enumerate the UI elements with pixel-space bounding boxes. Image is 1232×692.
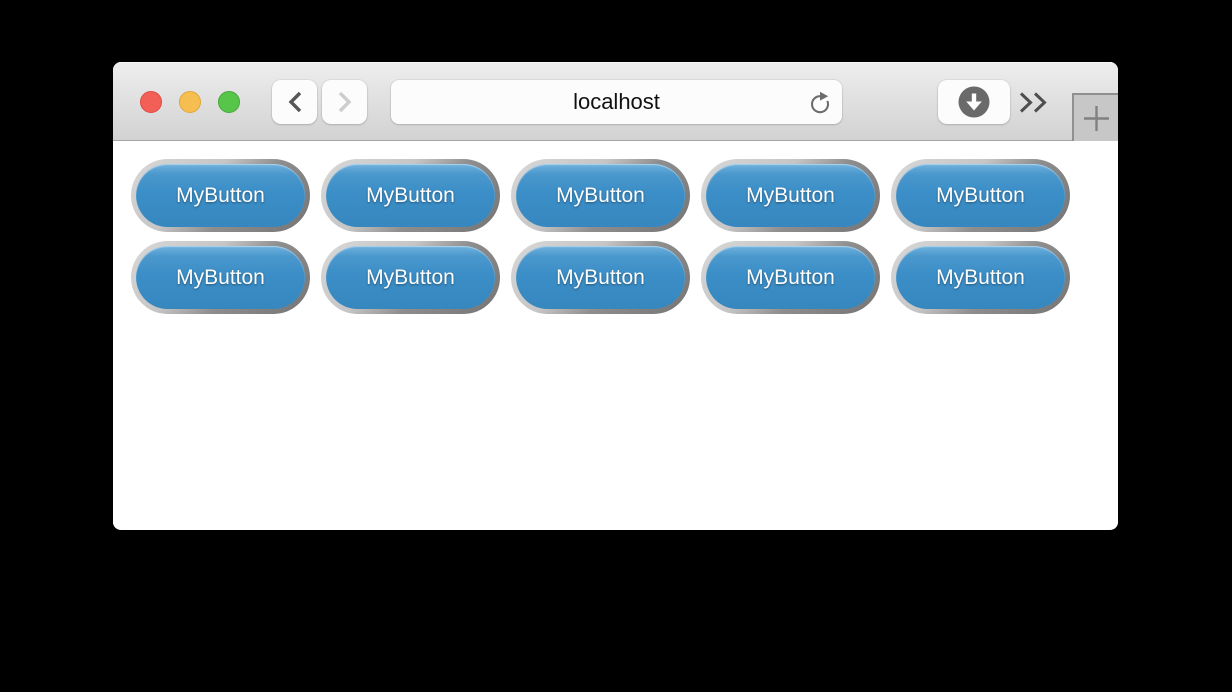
my-button[interactable]: MyButton	[321, 159, 500, 232]
my-button-label: MyButton	[706, 164, 875, 227]
reload-icon	[808, 91, 832, 115]
my-button-label: MyButton	[136, 246, 305, 309]
my-button[interactable]: MyButton	[701, 159, 880, 232]
download-icon	[958, 86, 990, 118]
my-button-label: MyButton	[706, 246, 875, 309]
close-button[interactable]	[140, 91, 162, 113]
reload-button[interactable]	[807, 90, 832, 115]
back-button[interactable]	[272, 80, 317, 124]
my-button-label: MyButton	[896, 246, 1065, 309]
chevron-left-icon	[287, 90, 303, 114]
my-button[interactable]: MyButton	[511, 241, 690, 314]
my-button-label: MyButton	[516, 164, 685, 227]
downloads-button[interactable]	[938, 80, 1010, 124]
page-content: MyButton MyButton MyButton MyButton MyBu…	[113, 141, 1118, 529]
my-button[interactable]: MyButton	[891, 241, 1070, 314]
my-button-label: MyButton	[326, 164, 495, 227]
my-button[interactable]: MyButton	[891, 159, 1070, 232]
minimize-button[interactable]	[179, 91, 201, 113]
my-button[interactable]: MyButton	[511, 159, 690, 232]
my-button[interactable]: MyButton	[321, 241, 500, 314]
toolbar-overflow-button[interactable]	[1017, 90, 1051, 114]
address-bar[interactable]	[391, 80, 842, 124]
my-button-label: MyButton	[516, 246, 685, 309]
double-chevron-right-icon	[1018, 91, 1050, 114]
zoom-button[interactable]	[218, 91, 240, 113]
address-input[interactable]	[391, 80, 842, 124]
browser-toolbar	[113, 62, 1118, 141]
browser-window: MyButton MyButton MyButton MyButton MyBu…	[113, 62, 1118, 530]
plus-icon	[1083, 105, 1110, 132]
my-button[interactable]: MyButton	[701, 241, 880, 314]
buttons-grid: MyButton MyButton MyButton MyButton MyBu…	[113, 141, 1118, 314]
my-button[interactable]: MyButton	[131, 159, 310, 232]
chevron-right-icon	[337, 90, 353, 114]
my-button-label: MyButton	[896, 164, 1065, 227]
forward-button[interactable]	[322, 80, 367, 124]
my-button[interactable]: MyButton	[131, 241, 310, 314]
new-tab-button[interactable]	[1072, 93, 1118, 141]
my-button-label: MyButton	[326, 246, 495, 309]
my-button-label: MyButton	[136, 164, 305, 227]
